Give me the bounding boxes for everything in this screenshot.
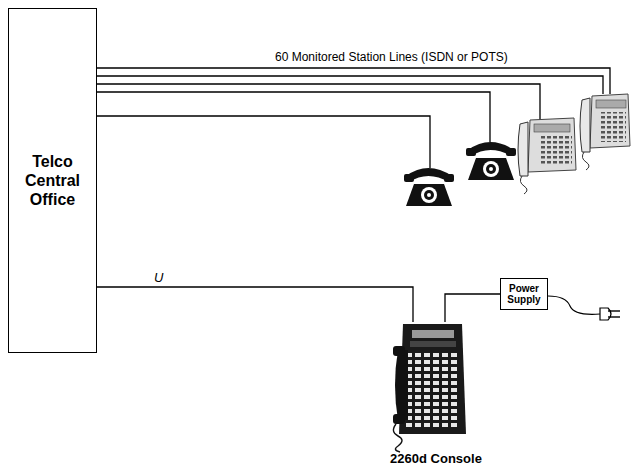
console-illustration xyxy=(393,324,466,452)
connector xyxy=(97,287,413,322)
line-label: 60 Monitored Station Lines (ISDN or POTS… xyxy=(275,50,508,64)
node-label: 2260d Console xyxy=(390,452,482,467)
power-cord xyxy=(548,296,620,320)
node-label: Power Supply xyxy=(503,283,545,305)
central-office-box: Telco Central Office xyxy=(8,8,97,353)
edge-label: U xyxy=(153,270,164,285)
power-supply-box: Power Supply xyxy=(500,278,548,310)
connector xyxy=(445,294,500,322)
rotary-phone xyxy=(404,168,454,206)
digital-phone xyxy=(580,94,630,170)
digital-phone xyxy=(518,118,576,194)
console-node: 2260d Console xyxy=(387,322,485,468)
rotary-phone xyxy=(466,142,516,180)
node-label: Telco Central Office xyxy=(15,152,90,210)
